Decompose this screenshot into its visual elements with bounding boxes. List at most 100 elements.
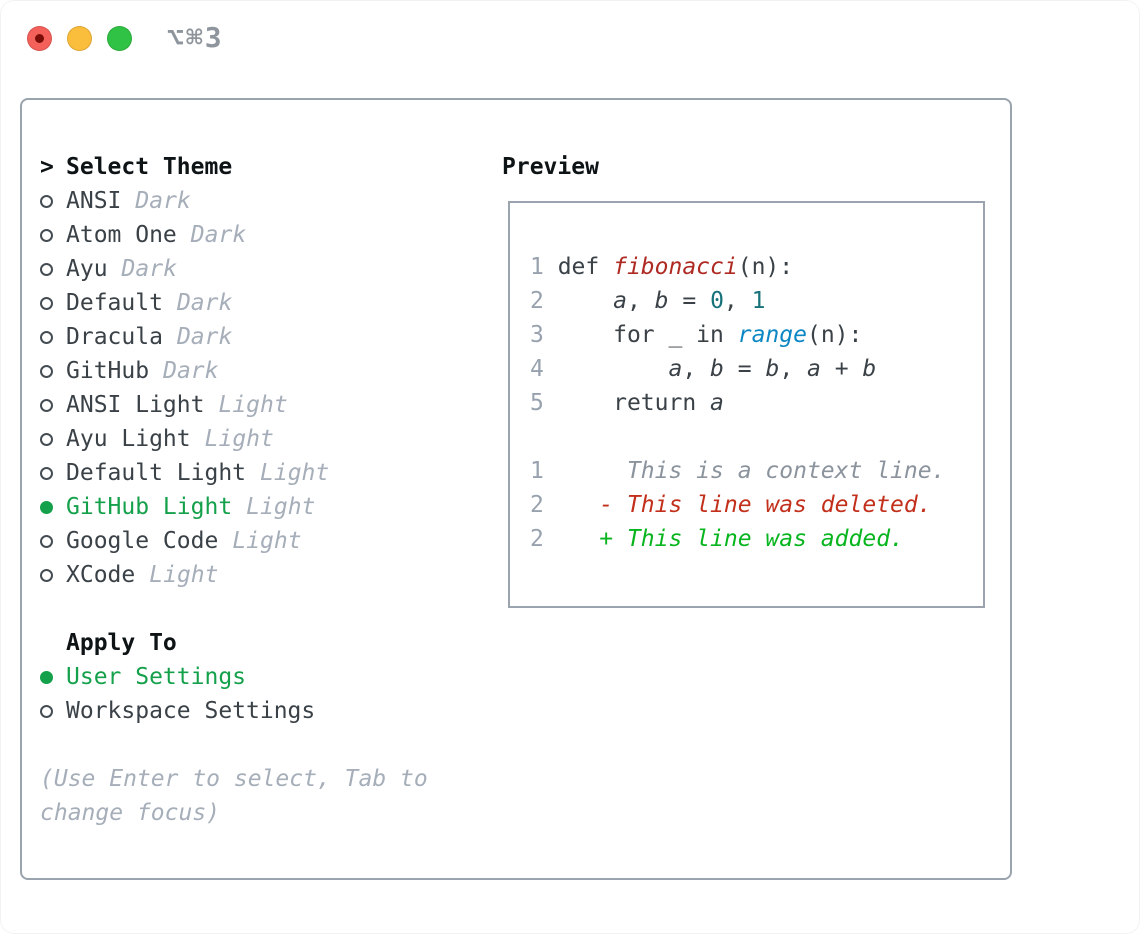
code-line: 1 This is a context line. [530,454,983,488]
option-label: Atom One [66,222,177,248]
radio-icon [40,534,53,548]
theme-option-default-light[interactable]: Default Light Light [40,456,480,490]
token-plain: (n): [737,254,794,280]
option-label: User Settings [66,664,247,690]
radio-icon [40,704,53,718]
theme-option-github[interactable]: GitHub Dark [40,354,480,388]
option-label: GitHub Light [66,494,233,520]
token-num: 0 [710,288,724,314]
token-added: + This line was added. [557,526,904,552]
token-plain: for _ in [557,322,738,348]
keyboard-hint: (Use Enter to select, Tab to change focu… [40,766,428,826]
option-label: ANSI [66,188,122,214]
code-line: 5 return a [530,386,983,420]
token-plain: = [723,356,766,382]
code-line: 1 def fibonacci(n): [530,250,983,284]
token-var: a [613,288,627,314]
option-label: Google Code [66,528,219,554]
line-number: 2 [530,526,558,552]
apply-to-title: Apply To [66,630,177,656]
theme-variant-tag: Dark [135,188,191,214]
option-label: Ayu Light [66,426,191,452]
theme-variant-tag: Light [232,528,302,554]
option-label: ANSI Light [66,392,205,418]
preview-title: Preview [502,154,599,180]
token-var: b [710,356,724,382]
spacer [40,728,480,762]
line-number: 1 [530,254,558,280]
option-label: XCode [66,562,136,588]
theme-option-ansi[interactable]: ANSI Dark [40,184,480,218]
theme-variant-tag: Light [260,460,330,486]
titlebar: ⌥⌘3 [0,0,1140,97]
line-number: 5 [530,390,558,416]
token-plain [558,288,613,314]
token-func: fibonacci [613,254,738,280]
token-plain [558,356,669,382]
theme-option-ansi-light[interactable]: ANSI Light Light [40,388,480,422]
theme-option-google-code[interactable]: Google Code Light [40,524,480,558]
option-label: GitHub [66,358,150,384]
line-number: 2 [530,492,558,518]
token-var: b [765,356,780,382]
token-var: a [668,356,683,382]
line-number: 1 [530,458,558,484]
option-label: Workspace Settings [66,698,316,724]
token-plain: + [820,356,863,382]
spacer [40,592,480,626]
theme-option-default[interactable]: Default Dark [40,286,480,320]
code-line: 4 a, b = b, a + b [530,352,983,386]
token-var: a [807,356,821,382]
token-var: b [862,356,877,382]
option-label: Default Light [66,460,247,486]
theme-variant-tag: Dark [163,358,219,384]
token-plain: , [779,356,808,382]
token-plain: def [557,254,614,280]
theme-option-xcode[interactable]: XCode Light [40,558,480,592]
apply-option-user-settings[interactable]: User Settings [40,660,480,694]
radio-icon [40,262,53,276]
token-var: a [710,390,724,416]
zoom-button[interactable] [107,26,132,51]
code-line: 2 + This line was added. [530,522,983,556]
radio-icon [40,466,53,480]
radio-icon [40,330,53,344]
radio-icon [40,194,53,208]
radio-icon [40,228,53,242]
option-label: Ayu [66,256,108,282]
radio-icon [40,296,53,310]
apply-option-workspace-settings[interactable]: Workspace Settings [40,694,480,728]
theme-option-ayu-light[interactable]: Ayu Light Light [40,422,480,456]
select-theme-header: > Select Theme [40,150,480,184]
token-deleted: - This line was deleted. [557,492,932,518]
line-number: 4 [530,356,558,382]
theme-variant-tag: Dark [176,290,233,316]
radio-icon [40,364,53,378]
theme-variant-tag: Light [218,392,288,418]
line-number: 3 [530,322,558,348]
radio-selected-icon [40,670,53,684]
token-num: 1 [751,288,766,314]
close-button[interactable] [27,26,52,51]
token-plain: = [668,288,711,314]
theme-variant-tag: Light [204,426,274,452]
theme-variant-tag: Light [149,562,219,588]
apply-to-header: Apply To [40,626,480,660]
prompt-caret-icon: > [40,154,54,180]
minimize-button[interactable] [67,26,92,51]
token-plain: return [557,390,711,416]
radio-icon [40,568,53,582]
code-line: 2 a, b = 0, 1 [530,284,983,318]
token-context: This is a context line. [557,458,946,484]
select-theme-title: Select Theme [66,154,233,180]
line-number: 2 [530,288,558,314]
option-label: Default [66,290,163,316]
